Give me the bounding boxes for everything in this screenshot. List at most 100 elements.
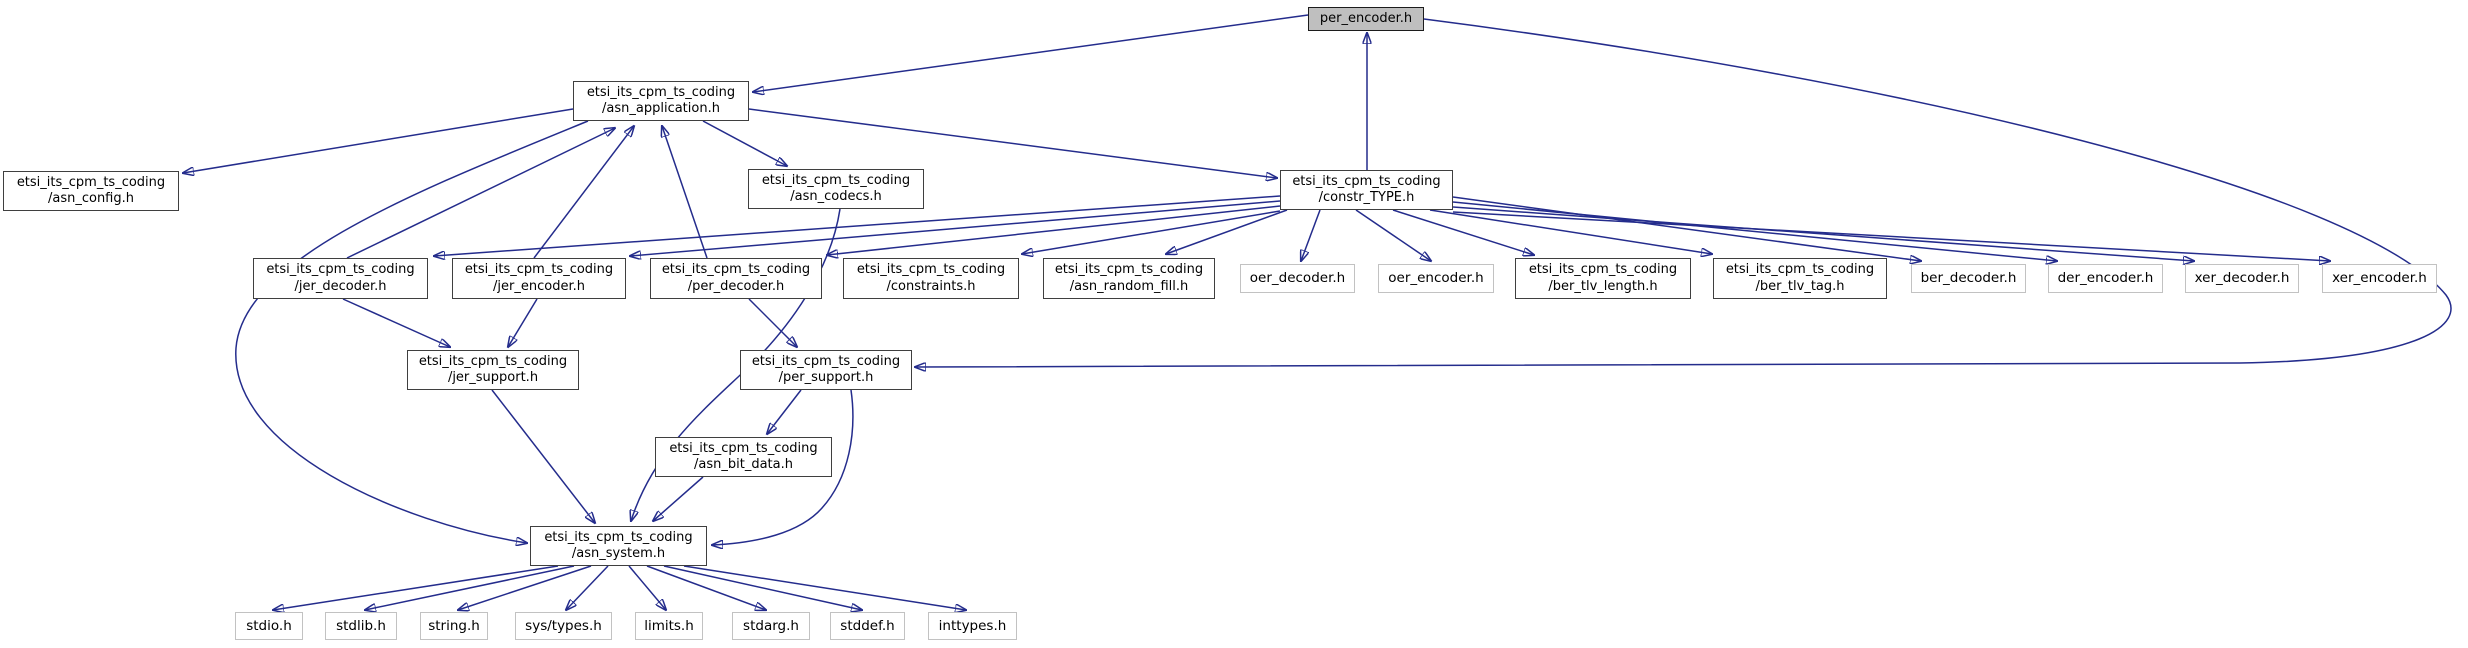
graph-node-sys_types_h: sys/types.h [515,612,612,640]
node-label-line1: etsi_its_cpm_ts_coding [1725,262,1875,277]
edge-asn_system-to-stdarg_h [646,565,766,610]
node-label-line2: /asn_system.h [571,546,666,561]
graph-node-jer_support[interactable]: etsi_its_cpm_ts_coding/jer_support.h [407,350,579,390]
node-label-line2: /jer_encoder.h [493,278,585,294]
graph-node-ber_tlv_length[interactable]: etsi_its_cpm_ts_coding/ber_tlv_length.h [1515,258,1691,299]
edge-asn_bit_data-to-asn_system [653,476,704,521]
graph-node-asn_system[interactable]: etsi_its_cpm_ts_coding/asn_system.h [530,526,707,566]
node-label-line1: etsi_its_cpm_ts_coding [669,440,818,456]
graph-node-asn_random_fill[interactable]: etsi_its_cpm_ts_coding/asn_random_fill.h [1043,258,1215,299]
node-label-line2: /per_support.h [778,370,874,385]
node-label-line1: per_encoder.h [1319,10,1413,26]
edge-asn_application-to-asn_system [235,120,589,543]
graph-node-asn_config[interactable]: etsi_its_cpm_ts_coding/asn_config.h [3,171,179,211]
node-label-line2: /jer_decoder.h [294,278,387,294]
graph-node-stddef_h: stddef.h [830,612,905,640]
edge-asn_system-to-inttypes_h [683,565,966,610]
edge-asn_system-to-stdlib_h [365,565,575,610]
node-label-line2: /ber_tlv_tag.h [1755,278,1845,294]
graph-node-asn_codecs[interactable]: etsi_its_cpm_ts_coding/asn_codecs.h [748,169,924,209]
node-label-line1: etsi_its_cpm_ts_coding [751,353,901,369]
edge-constr_TYPE-to-jer_encoder [630,200,1281,256]
node-label-line1: etsi_its_cpm_ts_coding [1528,262,1678,277]
graph-node-asn_bit_data[interactable]: etsi_its_cpm_ts_coding/asn_bit_data.h [655,437,832,477]
node-label-line1: etsi_its_cpm_ts_coding [761,172,911,188]
graph-node-per_support[interactable]: etsi_its_cpm_ts_coding/per_support.h [740,350,912,390]
node-label-line1: string.h [428,617,480,634]
graph-node-per_encoder[interactable]: per_encoder.h [1308,7,1424,31]
edge-jer_encoder-to-jer_support [508,298,538,347]
edge-asn_system-to-sys_types_h [566,565,609,610]
node-label-line1: stdlib.h [336,617,386,634]
edge-constr_TYPE-to-oer_decoder_h [1301,209,1321,261]
node-label-line1: etsi_its_cpm_ts_coding [856,262,1006,277]
node-label-line2: /constraints.h [886,278,976,294]
edge-constr_TYPE-to-asn_random_fill [1166,209,1288,254]
graph-node-string_h: string.h [420,612,488,640]
node-label-line1: etsi_its_cpm_ts_coding [544,529,693,545]
graph-node-xer_encoder_h: xer_encoder.h [2322,264,2437,293]
edge-asn_system-to-stdio_h [273,565,559,610]
graph-node-asn_application[interactable]: etsi_its_cpm_ts_coding/asn_application.h [573,81,749,121]
graph-node-ber_decoder_h: ber_decoder.h [1911,264,2026,293]
node-label-line1: oer_encoder.h [1388,270,1484,287]
graph-node-jer_decoder[interactable]: etsi_its_cpm_ts_coding/jer_decoder.h [253,258,428,299]
edge-constr_TYPE-to-xer_encoder_h [1452,211,2330,261]
node-label-line1: etsi_its_cpm_ts_coding [586,84,736,100]
graph-node-oer_encoder_h: oer_encoder.h [1378,264,1494,293]
edge-asn_application-to-asn_codecs [702,120,787,166]
node-label-line2: /asn_bit_data.h [694,457,793,472]
node-label-line2: /asn_application.h [602,101,720,116]
node-label-line1: ber_decoder.h [1920,270,2017,287]
graph-node-jer_encoder[interactable]: etsi_its_cpm_ts_coding/jer_encoder.h [452,258,626,299]
node-label-line1: etsi_its_cpm_ts_coding [661,262,811,277]
node-label-line1: etsi_its_cpm_ts_coding [1054,262,1204,277]
node-label-line1: stdio.h [246,617,292,634]
edge-constr_TYPE-to-oer_encoder_h [1355,209,1431,261]
graph-node-stdlib_h: stdlib.h [325,612,397,640]
graph-node-constr_TYPE[interactable]: etsi_its_cpm_ts_coding/constr_TYPE.h [1280,170,1453,210]
node-label-line2: /jer_support.h [447,370,539,385]
edge-constr_TYPE-to-per_decoder [827,205,1281,255]
graph-node-stdio_h: stdio.h [235,612,303,640]
edge-constr_TYPE-to-ber_tlv_length [1392,209,1534,255]
node-label-line1: oer_decoder.h [1249,270,1346,287]
node-label-line1: etsi_its_cpm_ts_coding [464,262,614,277]
node-label-line1: etsi_its_cpm_ts_coding [16,174,166,190]
graph-node-constraints[interactable]: etsi_its_cpm_ts_coding/constraints.h [843,258,1019,299]
node-label-line2: /asn_codecs.h [790,189,882,204]
edge-constr_TYPE-to-constraints [1022,210,1281,254]
node-label-line1: der_encoder.h [2057,270,2154,287]
node-label-line1: stddef.h [840,617,895,634]
graph-node-xer_decoder_h: xer_decoder.h [2185,264,2299,293]
graph-node-per_decoder[interactable]: etsi_its_cpm_ts_coding/per_decoder.h [650,258,822,299]
edge-constr_TYPE-to-der_encoder_h [1452,201,2057,261]
node-label-line2: /asn_random_fill.h [1069,278,1189,294]
edge-constr_TYPE-to-ber_decoder_h [1452,196,1921,261]
edge-constr_TYPE-to-jer_decoder [434,195,1281,256]
edge-constr_TYPE-to-xer_decoder_h [1452,206,2194,261]
graph-node-der_encoder_h: der_encoder.h [2048,264,2163,293]
edge-jer_decoder-to-asn_application [346,128,615,259]
node-label-line2: /per_decoder.h [687,278,785,294]
graph-node-ber_tlv_tag[interactable]: etsi_its_cpm_ts_coding/ber_tlv_tag.h [1713,258,1887,299]
graph-node-limits_h: limits.h [635,612,703,640]
node-label-line1: etsi_its_cpm_ts_coding [418,353,568,369]
node-label-line1: etsi_its_cpm_ts_coding [266,262,415,277]
edge-asn_system-to-string_h [458,565,592,610]
graph-node-oer_decoder_h: oer_decoder.h [1240,264,1355,293]
node-label-line2: /constr_TYPE.h [1318,190,1415,205]
edge-asn_system-to-limits_h [628,565,666,610]
edge-per_support-to-asn_system [712,389,854,545]
edge-per_decoder-to-asn_application [662,126,708,259]
node-label-line2: /asn_config.h [47,191,134,206]
node-label-line1: inttypes.h [938,617,1007,634]
edge-per_encoder-to-asn_application [753,14,1309,92]
node-label-line1: xer_decoder.h [2194,270,2290,287]
edge-per_decoder-to-per_support [748,298,797,347]
edge-constr_TYPE-to-ber_tlv_tag [1429,209,1712,254]
edge-jer_support-to-asn_system [491,389,595,523]
edge-per_support-to-asn_bit_data [767,389,802,434]
edge-per_encoder-to-per_support [915,18,2452,367]
